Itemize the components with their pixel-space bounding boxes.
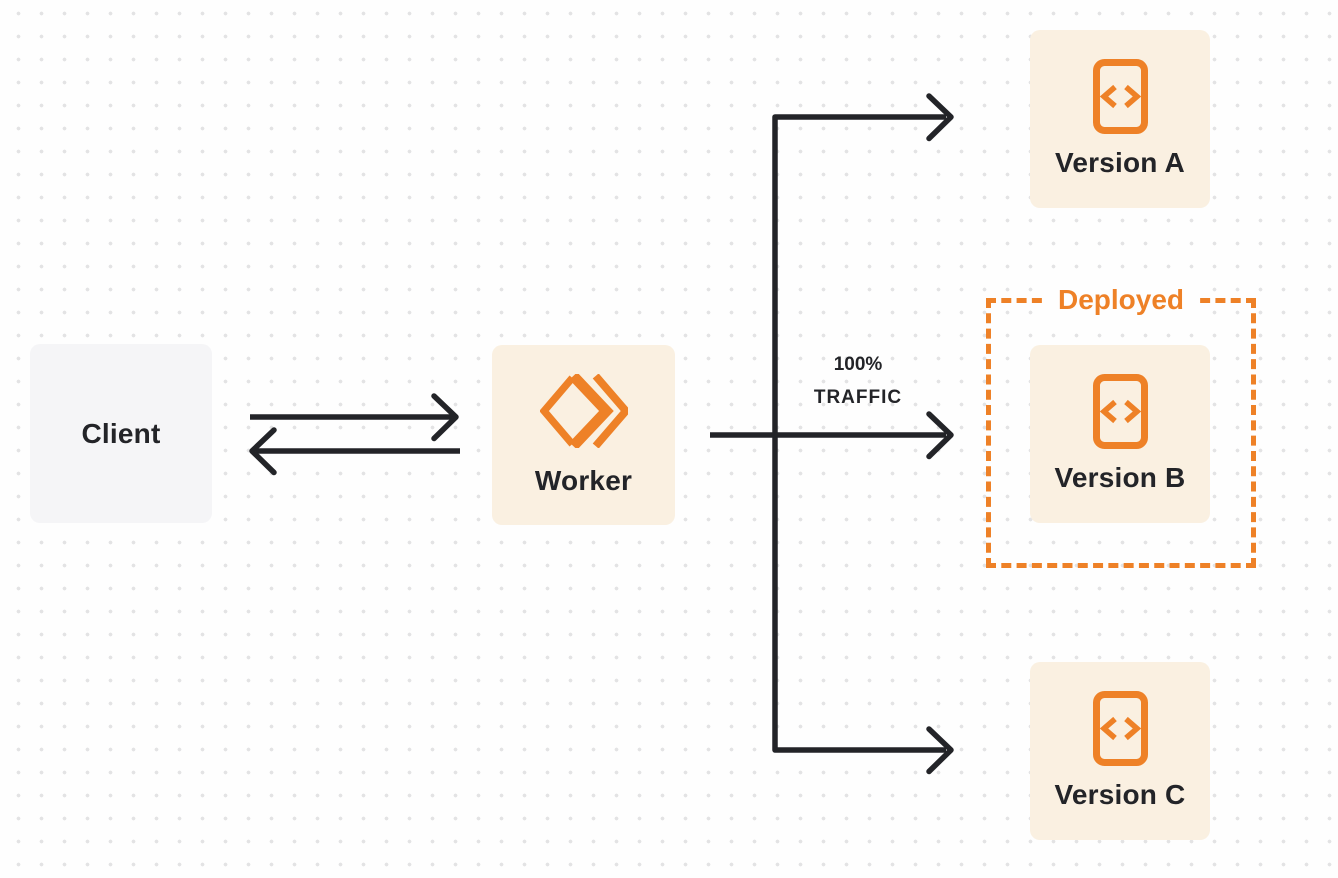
version-a-label: Version A bbox=[1055, 147, 1185, 178]
version-a-node: Version A bbox=[1030, 30, 1210, 208]
traffic-caption: TRAFFIC bbox=[813, 387, 903, 408]
worker-node: Worker bbox=[492, 345, 675, 525]
code-file-icon bbox=[1092, 59, 1148, 134]
worker-label: Worker bbox=[534, 464, 633, 496]
traffic-percent: 100% bbox=[833, 354, 883, 375]
client-node: Client bbox=[30, 344, 212, 523]
version-b-label: Version B bbox=[1054, 462, 1186, 493]
deployed-label: Deployed bbox=[1045, 285, 1197, 315]
deployed-frame: Deployed bbox=[986, 285, 1256, 568]
arrowhead-client-to-worker bbox=[431, 393, 459, 442]
arrowhead-version-c bbox=[926, 726, 954, 775]
arrowhead-version-a bbox=[926, 93, 954, 142]
version-b-node: Version B bbox=[1030, 345, 1210, 523]
code-file-icon bbox=[1092, 374, 1148, 449]
cloudflare-workers-icon bbox=[539, 373, 628, 448]
traffic-label: 100% TRAFFIC bbox=[788, 348, 928, 414]
version-c-label: Version C bbox=[1054, 779, 1186, 810]
client-label: Client bbox=[81, 417, 161, 449]
code-file-icon bbox=[1092, 691, 1148, 766]
version-c-node: Version C bbox=[1030, 662, 1210, 840]
arrowhead-version-b bbox=[926, 411, 954, 460]
arrowhead-worker-to-client bbox=[249, 427, 277, 476]
